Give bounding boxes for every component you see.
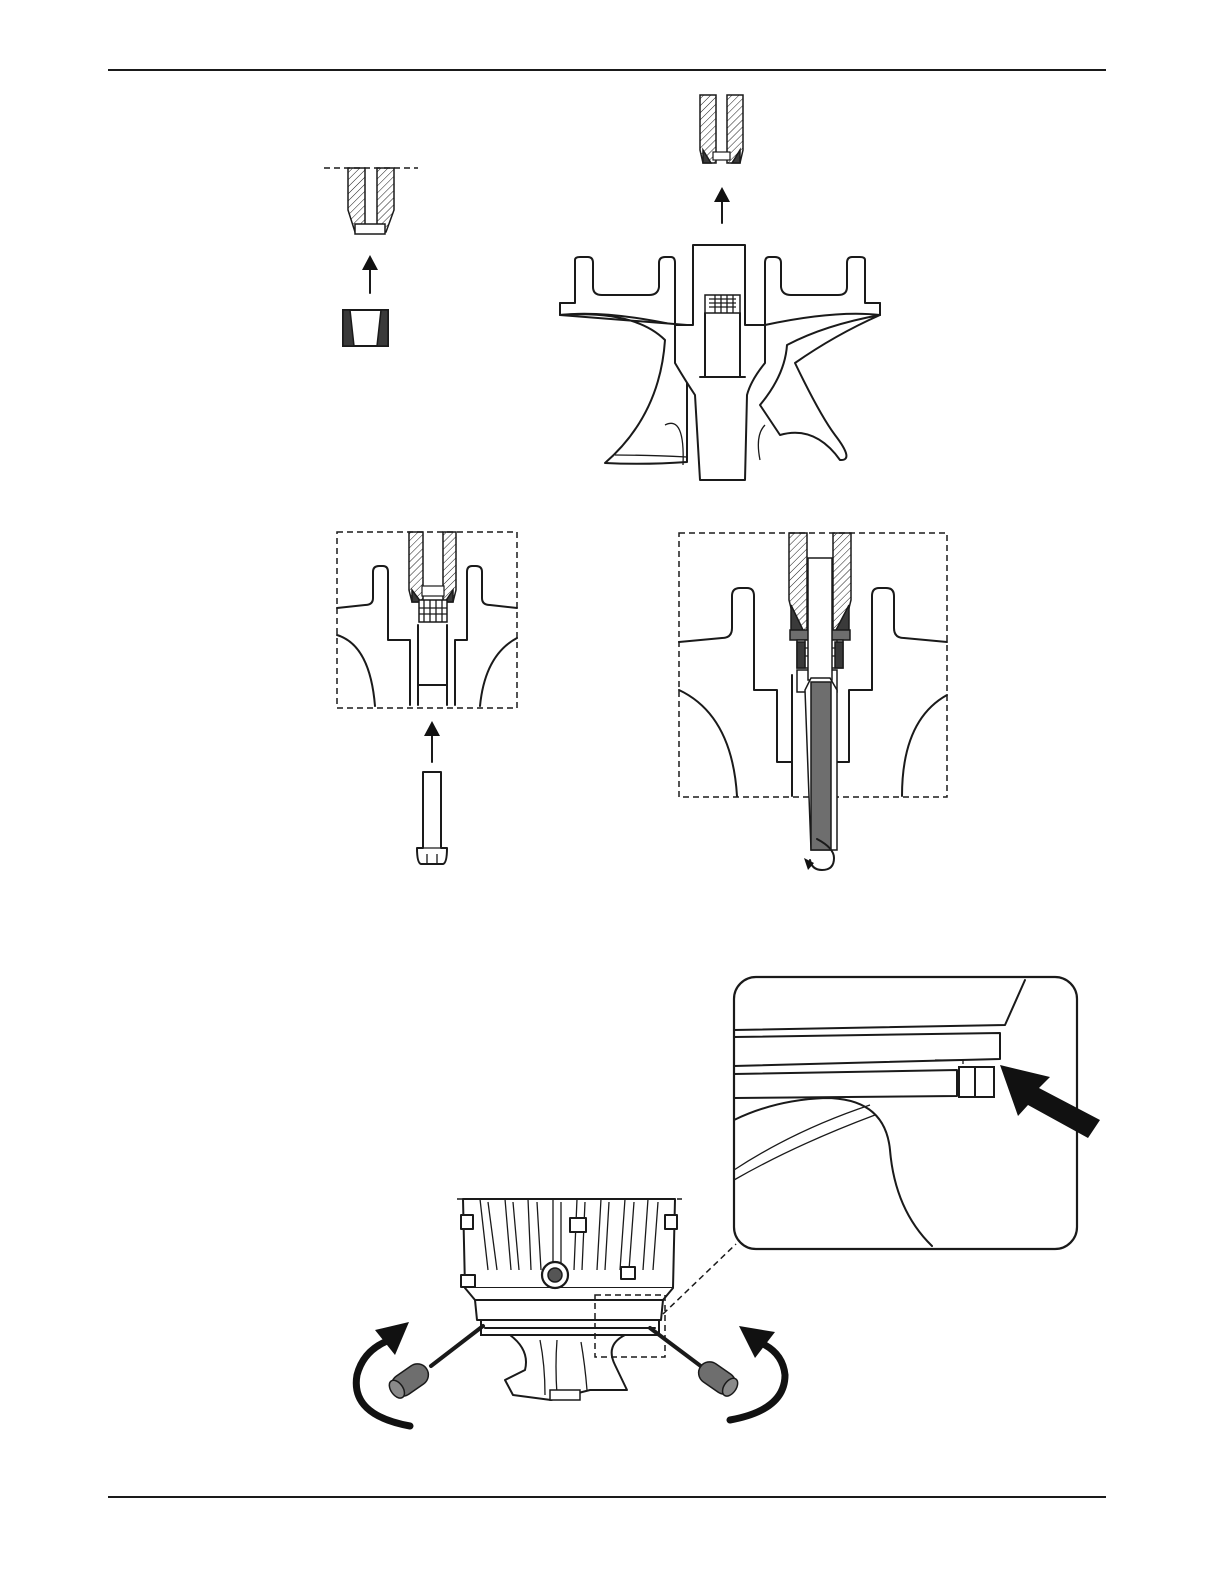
rotate-right-arrow-icon — [730, 1326, 785, 1420]
tool-shank-section — [348, 168, 394, 234]
arrow-up-icon — [424, 721, 440, 762]
wedge-insert-icon — [343, 310, 388, 346]
pry-tool-right — [650, 1328, 741, 1400]
figure-tighten-hex-key — [677, 530, 949, 875]
header-rule — [108, 69, 1106, 71]
arrow-up-icon — [362, 255, 378, 293]
screw-shaft — [808, 558, 832, 680]
figure-insert-screw — [335, 530, 520, 870]
arrow-up-icon — [714, 187, 730, 223]
figure-extract-holder — [555, 95, 885, 480]
figure-pry-retaining-ring — [345, 970, 1110, 1440]
tool-tip-section — [700, 95, 743, 163]
footer-rule — [108, 1496, 1106, 1498]
figure-insert-removal — [318, 160, 428, 355]
holder-body — [560, 245, 880, 480]
spindle-assembly — [457, 1199, 682, 1400]
tool-tip-section — [409, 532, 456, 622]
cap-screw-icon — [417, 772, 447, 864]
zoom-callout — [734, 977, 1077, 1249]
hex-key-icon — [805, 678, 837, 850]
